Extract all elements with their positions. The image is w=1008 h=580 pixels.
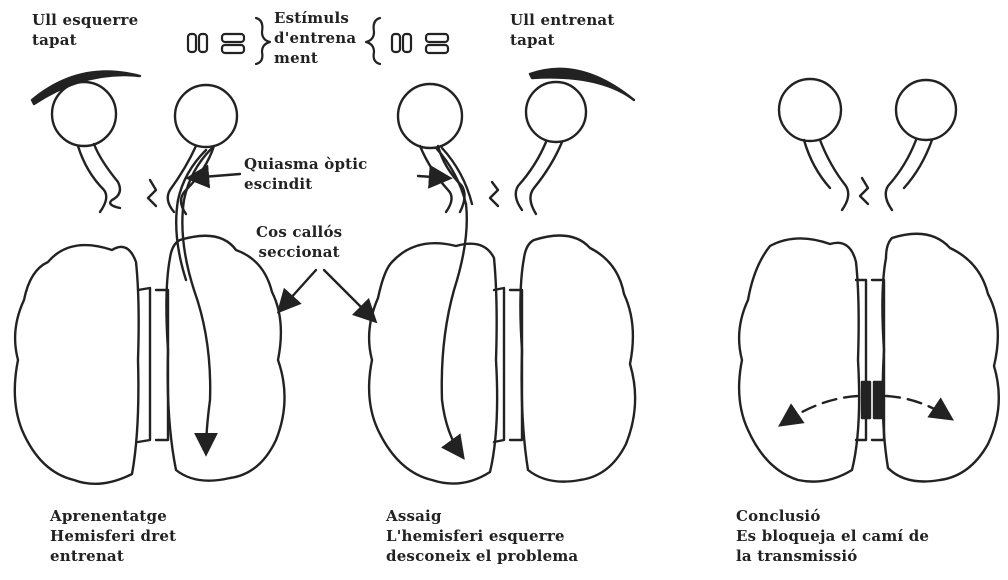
chiasm-arrow-right <box>418 176 448 178</box>
test-left-eye <box>398 84 462 148</box>
concl-left-eye <box>779 79 841 141</box>
label-optic-chiasm: Quiasma òptic escindit <box>244 154 368 194</box>
left-optic-nerve <box>78 144 120 212</box>
test-right-hemisphere <box>520 236 635 482</box>
test-right-optic-nerve <box>516 142 562 214</box>
caption-test: Assaig L'hemisferi esquerre desconeix el… <box>386 506 578 566</box>
panel-conclusion-drawing <box>739 79 999 482</box>
label-corpus-callosum: Cos callós seccionat <box>256 222 342 262</box>
panel-learning-drawing <box>15 71 285 483</box>
callosum-arrow-right <box>324 270 374 320</box>
caption-learning: Aprenentatge Hemisferi dret entrenat <box>50 506 176 566</box>
right-eye <box>175 85 237 147</box>
chiasm-left <box>148 180 156 206</box>
label-trained-eye-covered: Ull entrenat tapat <box>510 10 614 50</box>
visual-pathway-right <box>182 148 212 452</box>
label-training-stimuli: Estímuls d'entrena ment <box>274 8 356 68</box>
callosum-left-a <box>138 288 150 442</box>
transmission-block-2 <box>874 382 882 418</box>
visual-pathway-left-2 <box>442 148 472 204</box>
concl-chiasm <box>860 178 868 204</box>
test-right-eye <box>526 82 586 142</box>
concl-right-nerve <box>886 140 932 210</box>
concl-right-eye <box>896 80 956 140</box>
concl-left-nerve <box>804 140 848 210</box>
concl-left-hemisphere <box>739 238 859 481</box>
blocked-arrow-left <box>782 396 858 424</box>
transmission-block <box>862 382 870 418</box>
eye-cover-left <box>32 71 140 104</box>
caption-conclusion: Conclusió Es bloqueja el camí de la tran… <box>736 506 929 566</box>
left-hemisphere <box>15 245 139 484</box>
label-left-eye-covered: Ull esquerre tapat <box>32 10 138 50</box>
panel-test-drawing <box>369 69 635 484</box>
callosum-arrow-left <box>280 270 316 310</box>
test-chiasm <box>490 182 498 206</box>
left-eye <box>52 82 116 146</box>
concl-right-hemisphere <box>882 234 998 482</box>
blocked-arrow-right <box>886 396 950 418</box>
test-left-hemisphere <box>369 243 497 483</box>
